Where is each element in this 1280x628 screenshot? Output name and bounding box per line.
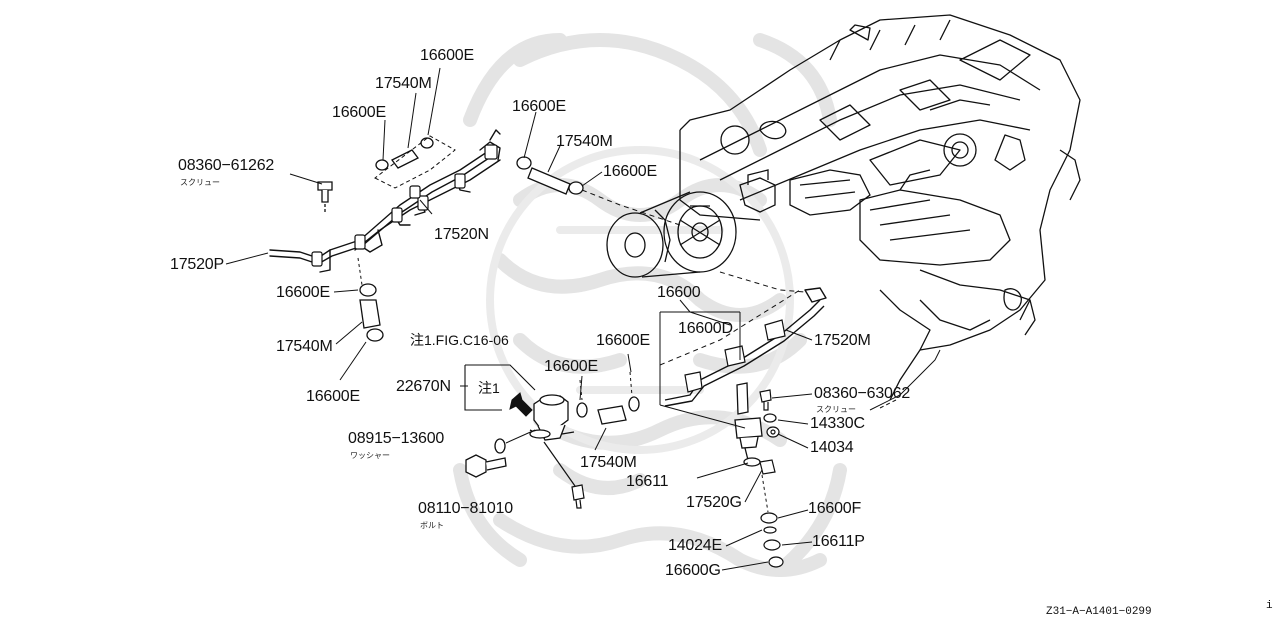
hose-top-outline xyxy=(374,135,456,189)
label-16600e-top: 16600E xyxy=(420,47,474,64)
label-17540m-low: 17540M xyxy=(580,454,637,471)
label-16600d: 16600D xyxy=(678,320,733,337)
label-22670n: 22670N xyxy=(396,378,451,395)
label-16600: 16600 xyxy=(657,284,701,301)
label-14034: 14034 xyxy=(810,439,854,456)
label-16600e-hose2: 16600E xyxy=(603,163,657,180)
direction-arrow-icon xyxy=(509,392,533,417)
fuel-pipe-17520N xyxy=(269,129,501,273)
dash-to-engine xyxy=(581,189,681,226)
label-note-box: 注1 xyxy=(478,380,500,396)
label-08110-81010: 08110−81010 xyxy=(418,500,513,517)
label-08360-63062: 08360−63062 xyxy=(814,385,911,402)
label-note-ref: 注1.FIG.C16-06 xyxy=(410,332,509,348)
watermark-emblem xyxy=(453,33,847,577)
dash-bracket xyxy=(879,399,897,409)
label-16600g: 16600G xyxy=(665,562,721,579)
label-screw-left: スクリュー xyxy=(180,178,220,187)
crank-pulley xyxy=(606,191,737,278)
dash-clamp2 xyxy=(629,371,633,397)
dash-rail xyxy=(659,289,801,366)
fuel-rail-mounts xyxy=(684,319,786,393)
label-16600e-left: 16600E xyxy=(332,104,386,121)
watermark-detail xyxy=(486,146,794,454)
vacuum-fitting xyxy=(571,484,585,509)
label-16600e-hose: 16600E xyxy=(512,98,566,115)
label-16611p: 16611P xyxy=(812,533,865,550)
label-16600e-reg: 16600E xyxy=(544,358,598,375)
throttle-chamber xyxy=(739,169,871,216)
pipe-clamps-left xyxy=(311,144,498,267)
dash-seal xyxy=(761,474,769,513)
engine-block xyxy=(679,14,1081,401)
label-16600e-low: 16600E xyxy=(306,388,360,405)
corner-mark: i xyxy=(1266,600,1273,612)
dash-rail-top xyxy=(719,271,806,293)
label-screw-right: スクリュー xyxy=(816,405,856,414)
label-08360-61262: 08360−61262 xyxy=(178,157,275,174)
note-bracket xyxy=(464,364,536,411)
label-16600f: 16600F xyxy=(808,500,862,517)
label-17540m-top: 17540M xyxy=(375,75,432,92)
label-17540m-mid: 17540M xyxy=(276,338,333,355)
label-14024e: 14024E xyxy=(668,537,722,554)
screw-08360-61262 xyxy=(317,181,333,214)
vacuum-line xyxy=(543,441,576,487)
hose-17540M-mid xyxy=(359,283,384,342)
label-17520m: 17520M xyxy=(814,332,871,349)
right-small-parts xyxy=(759,389,784,568)
diagram-code: Z31−A−A1401−0299 xyxy=(1046,606,1152,618)
leader-washer xyxy=(505,429,536,444)
label-17520p: 17520P xyxy=(170,256,224,273)
label-16611: 16611 xyxy=(626,473,669,490)
label-16600e-mid: 16600E xyxy=(276,284,330,301)
label-17520n: 17520N xyxy=(434,226,489,243)
label-17540m-hose: 17540M xyxy=(556,133,613,150)
hose-17540M-center xyxy=(516,156,584,195)
dash-mid xyxy=(357,257,363,286)
label-17520g: 17520G xyxy=(686,494,742,511)
hose-17540M-low xyxy=(576,396,640,425)
pressure-regulator-22670N xyxy=(529,394,575,441)
injector-16600 xyxy=(734,382,763,467)
leader-lines xyxy=(225,67,941,571)
label-08915-13600: 08915−13600 xyxy=(348,430,445,447)
label-bolt: ボルト xyxy=(420,521,444,530)
label-14330c: 14330C xyxy=(810,415,865,432)
hose-17540M-top xyxy=(375,137,434,171)
label-16600e-right: 16600E xyxy=(596,332,650,349)
bolt-08110-81010 xyxy=(465,438,507,478)
label-washer: ワッシャー xyxy=(350,451,390,460)
